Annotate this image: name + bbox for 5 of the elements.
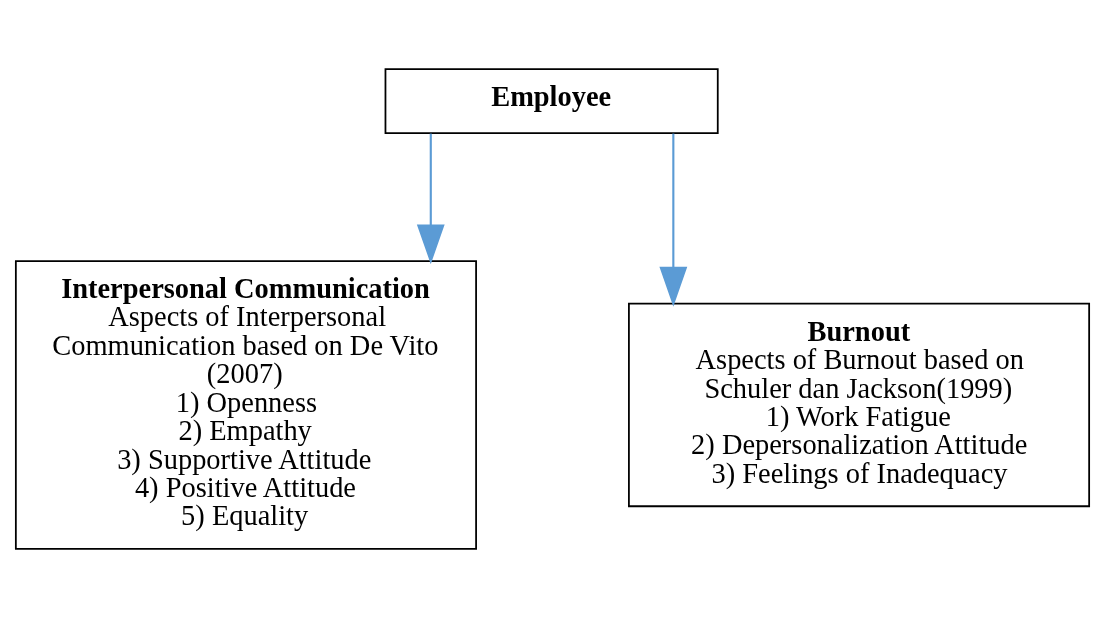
node-box: Interpersonal Communication Aspects of Interpersonal Communication based on De Vito (2007) 1) Openness 2) Empathy 3) Supportive Attitude 4) Positive Attitude 5) Equality	[14, 260, 477, 550]
arrow	[416, 133, 445, 265]
node-box: Employee	[384, 68, 719, 134]
node-box: Burnout Aspects of Burnout based on Schuler dan Jackson(1999) 1) Work Fatigue 2) Depersonalization Attitude 3) Feelings of Inadequacy	[628, 302, 1091, 508]
arrow	[659, 133, 688, 307]
